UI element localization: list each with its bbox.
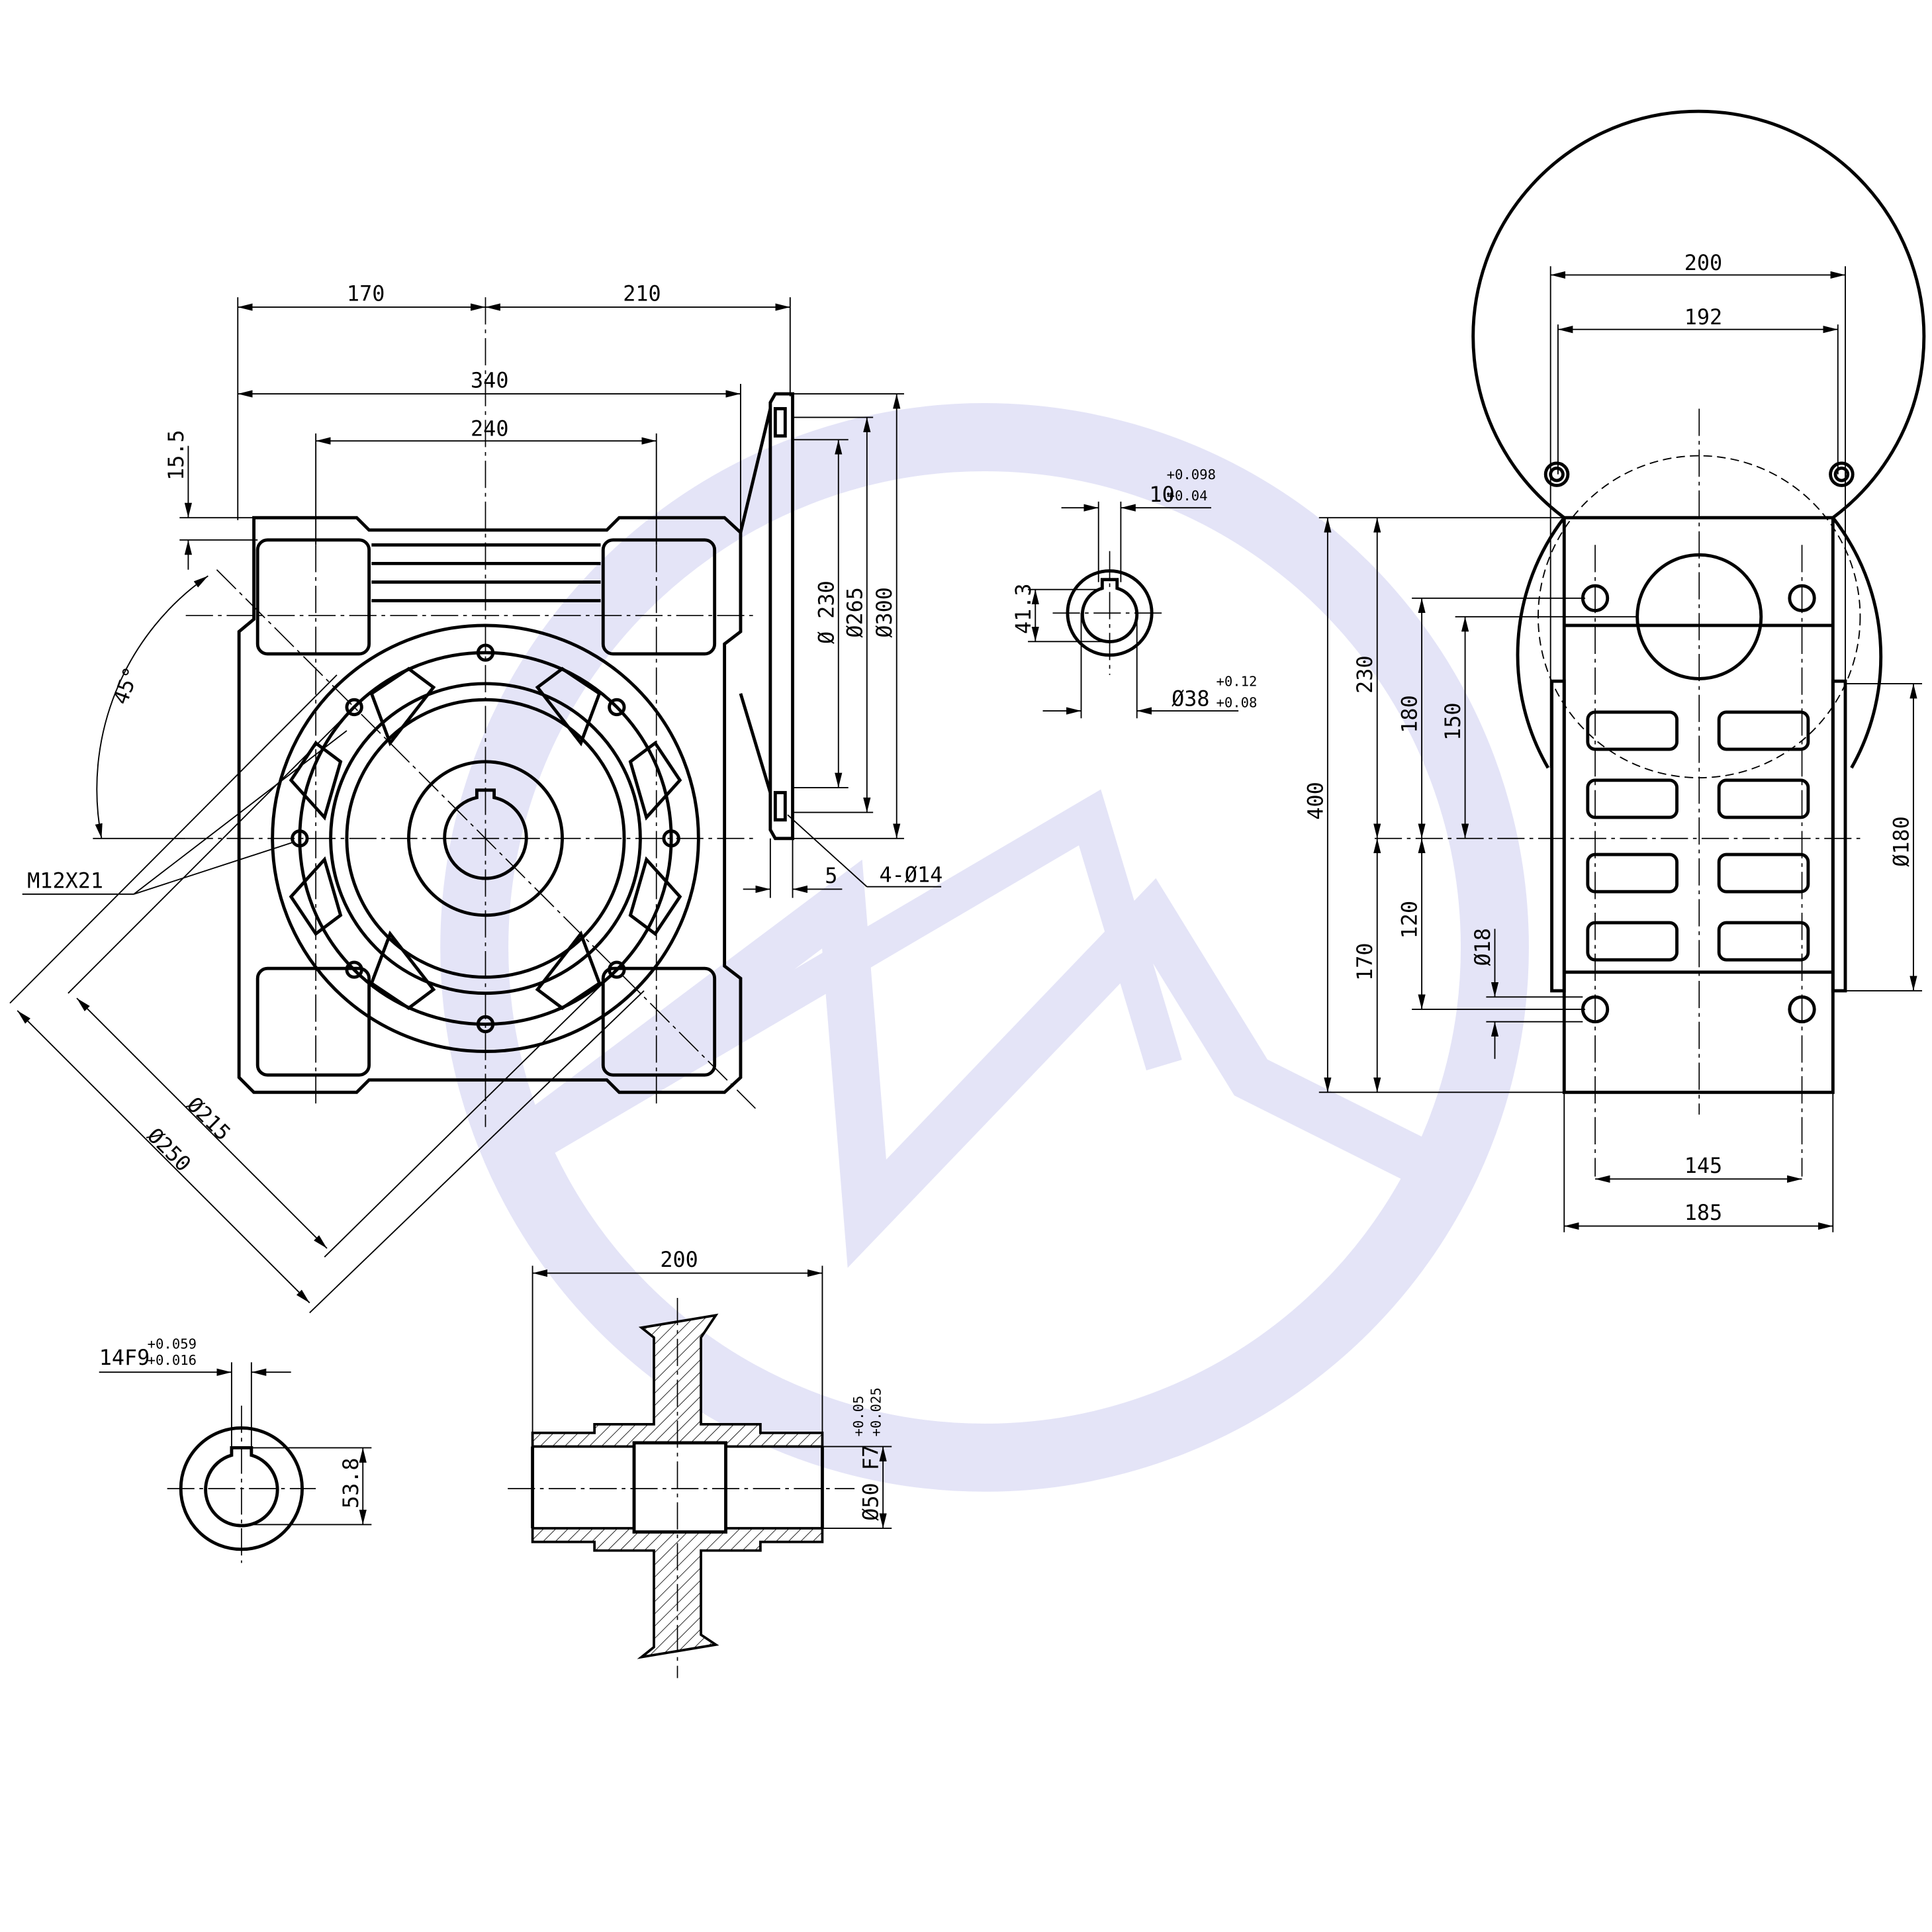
dim-240: 240 [471,417,508,441]
dim-phi215: Ø215 [182,1092,235,1145]
dim-15-5: 15.5 [164,430,189,481]
dim-180: 180 [1398,695,1422,733]
bore-dia: Ø38 [1172,687,1209,712]
dim-phi18: Ø18 [1471,928,1495,966]
dim-200-side: 200 [1684,251,1722,275]
dim-5: 5 [825,864,837,888]
dim-185: 185 [1684,1201,1722,1225]
dim-150: 150 [1441,703,1465,741]
dim-phi250: Ø250 [142,1123,195,1176]
dim-53-8: 53.8 [339,1457,363,1508]
dim-230: 230 [1353,655,1377,693]
bore-phi50: Ø50 F7 [859,1445,884,1521]
side-view: 200 192 400 230 170 180 120 150 Ø18 Ø180 [1303,109,1926,1232]
bore50-tol-upper: +0.05 [851,1396,866,1437]
dim-phi180: Ø180 [1889,816,1913,867]
dim-340: 340 [471,369,508,393]
key-width: 10 [1149,483,1174,507]
dim-400: 400 [1303,782,1328,819]
dim-120: 120 [1398,901,1422,939]
dim-phi230: Ø 230 [814,580,839,644]
key-tol-lower: +0.04 [1167,488,1208,504]
thread-label: M12X21 [27,869,103,894]
input-key-view: 10 +0.098 +0.04 41.3 Ø38 +0.12 +0.08 [1011,467,1257,719]
dim-45-angle: 45° [109,664,144,708]
dim-170: 170 [347,282,385,306]
bore-tol-lower: +0.08 [1216,694,1257,710]
dim-holes: 4-Ø14 [880,862,943,887]
key14-tol-upper: +0.059 [148,1336,197,1352]
bore50-tol-lower: +0.025 [868,1387,884,1436]
key14-tol-lower: +0.016 [148,1352,197,1368]
front-view: 170 210 340 240 15.5 45° M12X21 Ø215 Ø [9,282,791,1314]
flange-view: Ø 230 Ø265 Ø300 5 4-Ø14 [739,392,943,898]
dim-200-section: 200 [660,1248,698,1272]
dim-145: 145 [1684,1154,1722,1178]
bore-tol-upper: +0.12 [1216,674,1257,690]
dim-phi300: Ø300 [872,587,897,638]
dim-210: 210 [623,282,661,306]
section-view: 200 Ø50 F7 +0.05 +0.025 [508,1248,892,1679]
dim-192: 192 [1684,305,1722,330]
dim-phi265: Ø265 [843,587,867,638]
output-key-view: 14F9 +0.059 +0.016 53.8 [99,1336,372,1563]
watermark-logo [440,403,1529,1492]
dim-170-side: 170 [1353,943,1377,981]
key-tol-upper: +0.098 [1167,467,1216,483]
key-height: 41.3 [1011,583,1036,634]
key-14f9: 14F9 [99,1346,150,1370]
